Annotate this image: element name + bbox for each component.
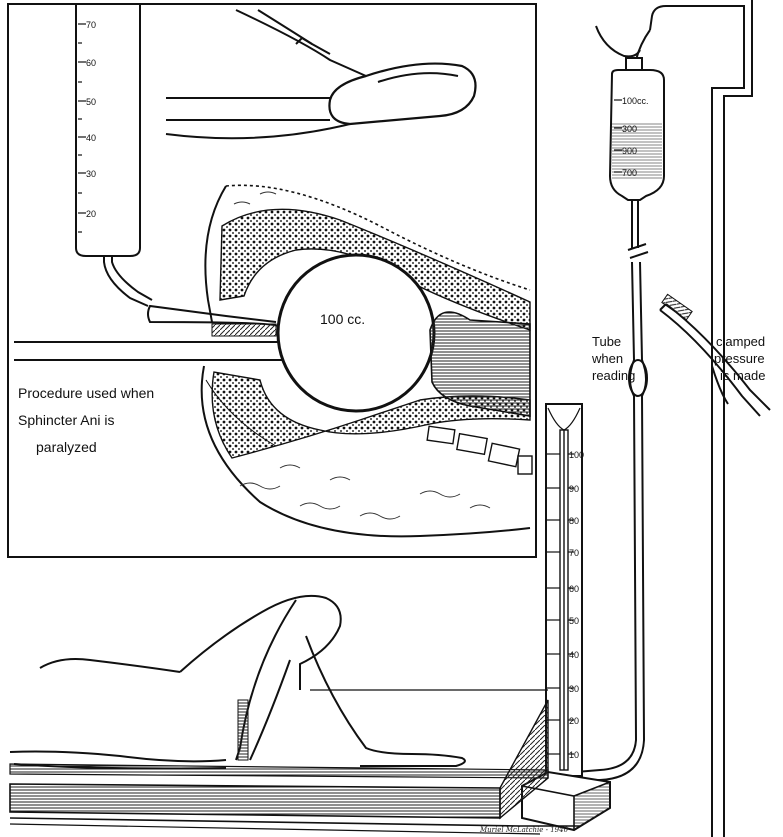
rectal-balloon	[278, 255, 434, 411]
manometer-tick-label: 90	[569, 484, 579, 494]
manometer-tick-label: 70	[569, 548, 579, 558]
balloon-volume-label: 100 cc.	[320, 311, 365, 327]
tube-label-line: when	[591, 351, 623, 366]
examination-table	[10, 690, 580, 834]
manometer-tick-label: 100	[569, 450, 584, 460]
procedure-caption-line: paralyzed	[36, 439, 97, 455]
tube-label-line: reading	[592, 368, 635, 383]
syringe-ticks	[78, 24, 86, 232]
artist-signature: Muriel McLatchie - 1940	[479, 826, 569, 834]
syringe: 70 60 50 40 30 20	[76, 4, 152, 306]
reservoir-tick-label: 100cc.	[622, 96, 649, 106]
reservoir-tick-label: 700	[622, 168, 637, 178]
tube-label-line: Tube	[592, 334, 621, 349]
reservoir-bottle: 100cc. 300 900 700	[610, 58, 664, 200]
syringe-tick-label: 70	[86, 20, 96, 30]
reservoir-tick-label: 300	[622, 124, 637, 134]
procedure-caption-line: Sphincter Ani is	[18, 412, 115, 428]
syringe-tick-label: 50	[86, 97, 96, 107]
clamp-label-line: is made	[720, 368, 766, 383]
syringe-tick-label: 40	[86, 133, 96, 143]
manometer-tick-label: 80	[569, 516, 579, 526]
clamp-label-line: pressure	[714, 351, 765, 366]
manometer-tick-label: 10	[569, 750, 579, 760]
iv-tubing	[576, 200, 648, 780]
manometer-tick-label: 40	[569, 650, 579, 660]
forceps	[166, 10, 476, 138]
clamp-label-line: clamped	[716, 334, 765, 349]
manometer-tick-label: 20	[569, 716, 579, 726]
syringe-tick-label: 30	[86, 169, 96, 179]
manometer-tick-label: 50	[569, 616, 579, 626]
syringe-tick-label: 20	[86, 209, 96, 219]
manometer-tick-label: 60	[569, 584, 579, 594]
reservoir-tick-label: 900	[622, 146, 637, 156]
patient-figure	[10, 596, 465, 769]
manometer-tick-label: 30	[569, 684, 579, 694]
procedure-caption-line: Procedure used when	[18, 385, 154, 401]
syringe-tick-label: 60	[86, 58, 96, 68]
